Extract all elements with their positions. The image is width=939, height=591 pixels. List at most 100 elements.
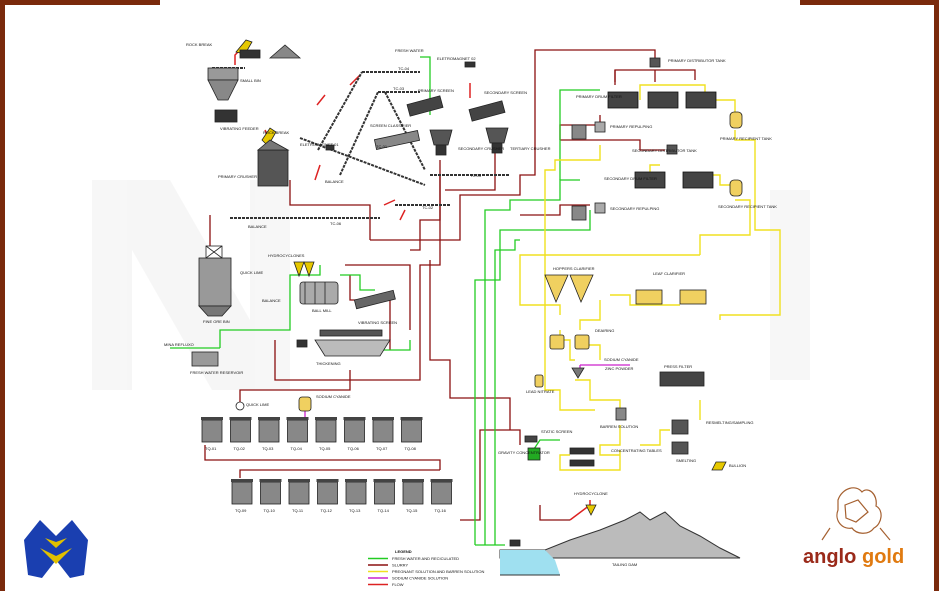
rock-break-mid-label: ROCK BREAK	[263, 130, 290, 135]
tc05-label: TC-05	[470, 173, 482, 178]
leaching-tank-agitator	[258, 417, 280, 420]
static-screen-label: STATIC SCREEN	[541, 429, 573, 434]
primary-crusher-label: PRIMARY CRUSHER	[218, 174, 257, 179]
leaching-tank-label: TQ-03	[262, 446, 274, 451]
leaf-clarifier-label: LEAF CLARIFIER	[653, 271, 685, 276]
deairing-label: DEAIRING	[595, 328, 614, 333]
electromagnet-1-label: ELETROMAGNET 01	[300, 142, 339, 147]
resmelting-label: RESMELTING/SAMPLING	[706, 420, 754, 425]
gravity-concentrator-label: GRAVITY CONCENTRATOR	[498, 450, 550, 455]
water-lines	[170, 56, 600, 546]
equipment	[191, 39, 743, 547]
hydrocyclones-label: HYDROCYCLONES	[268, 253, 305, 258]
legend-item-label: SLURRY	[392, 563, 408, 568]
fine-ore-bin-label: FINE ORE BIN	[203, 319, 230, 324]
secondary-crusher-label: SECONDARY CRUSHER	[458, 146, 504, 151]
leaching-tank	[401, 419, 422, 443]
tertiary-crusher-label: TERTIARY CRUSHER	[510, 146, 551, 151]
barren-solution-label: BARREN SOLUTION	[600, 424, 638, 429]
legend-item-label: PREGNANT SOLUTION AND BARREN SOLUTION	[392, 569, 484, 574]
leaching-tank-label: TQ-07	[376, 446, 388, 451]
leaching-tank-agitator	[400, 417, 423, 420]
leaching-tank	[317, 481, 338, 505]
ball-mill-label: BALL MILL	[312, 308, 332, 313]
labels: ROCK BREAK SMALL BIN VIBRATING FEEDER RO…	[164, 42, 777, 567]
lead-nitrate-label: LEAD NITRATE	[526, 389, 555, 394]
leaching-tank-label: TQ-14	[378, 508, 390, 513]
leaching-tank-label: TQ-09	[235, 508, 247, 513]
secondary-distributor-tank-label: SECONDARY DISTRIBUTOR TANK	[632, 148, 697, 153]
conveyors	[212, 67, 510, 219]
drum-filters	[607, 91, 717, 189]
leaching-tank-agitator	[315, 417, 337, 420]
leaching-tank-label: TQ-04	[291, 446, 303, 451]
leaching-tank	[372, 419, 394, 443]
secondary-repulping-label: SECONDARY REPULPING	[610, 206, 659, 211]
leaching-tank	[315, 419, 337, 443]
tc03-label: TC-03	[393, 86, 405, 91]
tailing-dam	[499, 511, 741, 576]
tc06-label: TC-06	[330, 221, 342, 226]
leaching-tank-label: TQ-11	[292, 508, 304, 513]
quick-lime-2-label: QUICK LIME	[246, 402, 269, 407]
leaching-tank-label: TQ-05	[319, 446, 331, 451]
primary-distributor-tank-label: PRIMARY DISTRIBUTOR TANK	[668, 58, 726, 63]
leaching-tank-agitator	[430, 479, 453, 482]
leaching-tank-agitator	[316, 479, 339, 482]
vibrating-feeder-label: VIBRATING FEEDER	[220, 126, 259, 131]
primary-repulping-label: PRIMARY REPULPING	[610, 124, 652, 129]
leaching-tank	[288, 481, 310, 505]
leaching-tank	[431, 481, 452, 505]
primary-screen-label: PRIMARY SCREEN	[418, 88, 454, 93]
balance-3-label: BALANCE	[262, 298, 281, 303]
legend-item-label: FRESH WATER AND RECICULATED	[392, 556, 459, 561]
slide-top-gap	[160, 0, 800, 5]
zinc-powder-label: ZINC POWDER	[605, 366, 634, 371]
balance-1-label: BALANCE	[325, 179, 344, 184]
secondary-recipient-tank-label: SECONDARY RECIPIENT TANK	[718, 204, 777, 209]
slurry-lines	[204, 49, 696, 521]
concentrating-tables-label: CONCENTRATING TABLES	[611, 448, 662, 453]
quick-lime-1-label: QUICK LIME	[240, 270, 263, 275]
leaching-tank-label: TQ-13	[349, 508, 361, 513]
leaching-tank-label: TQ-15	[406, 508, 418, 513]
leaching-tank	[258, 419, 280, 443]
balance-2-label: BALANCE	[248, 224, 267, 229]
leaching-tank-agitator	[259, 479, 282, 482]
leaching-tank	[344, 419, 365, 443]
legend-item-label: FLOW	[392, 582, 404, 587]
leaching-tank-label: TQ-12	[321, 508, 333, 513]
watermark	[92, 180, 810, 390]
leaching-tank-agitator	[373, 479, 396, 482]
company-logo-left	[24, 520, 88, 578]
tc02-label: TC-02	[422, 205, 434, 210]
leaching-tank-label: TQ-16	[435, 508, 447, 513]
electromagnet-2-label: ELETROMAGNET 02	[437, 56, 476, 61]
leaching-tank-agitator	[229, 417, 252, 420]
thickening-label: THICKENING	[316, 361, 341, 366]
hopper-clarifier-label: HOPPERS CLARIFIER	[553, 266, 595, 271]
small-bin-label: SMALL BIN	[240, 78, 261, 83]
tailing-dam-label: TAILING DAM	[612, 562, 637, 567]
leaching-tank	[201, 419, 223, 443]
leaching-tank-agitator	[372, 417, 394, 420]
tc04-label: TC-04	[398, 66, 410, 71]
fresh-water-top-label: FRESH WATER	[395, 48, 424, 53]
leaching-tanks	[201, 417, 453, 505]
anglogold-map-graphic	[821, 487, 891, 541]
anglogold-logo: anglo gold	[803, 487, 904, 568]
vibrating-screen-label: VIBRATING SCREEN	[358, 320, 397, 325]
smelting-label: SMELTING	[676, 458, 696, 463]
leaching-tank	[402, 481, 424, 505]
leaching-tank-agitator	[231, 479, 253, 482]
primary-drum-filter-label: PRIMARY DRUM FILTER	[576, 94, 622, 99]
secondary-drum-filter-label: SECONDARY DRUM FILTER	[604, 176, 657, 181]
leaching-tank-label: TQ-02	[234, 446, 246, 451]
leaching-tank	[231, 481, 253, 505]
leaching-tank-agitator	[345, 479, 367, 482]
sodium-cyanide-1-label: SODIUM CYANIDE	[316, 394, 351, 399]
leaching-tank-label: TQ-01	[205, 446, 217, 451]
screen-classifier-label: SCREEN CLASSIFIER	[370, 123, 411, 128]
